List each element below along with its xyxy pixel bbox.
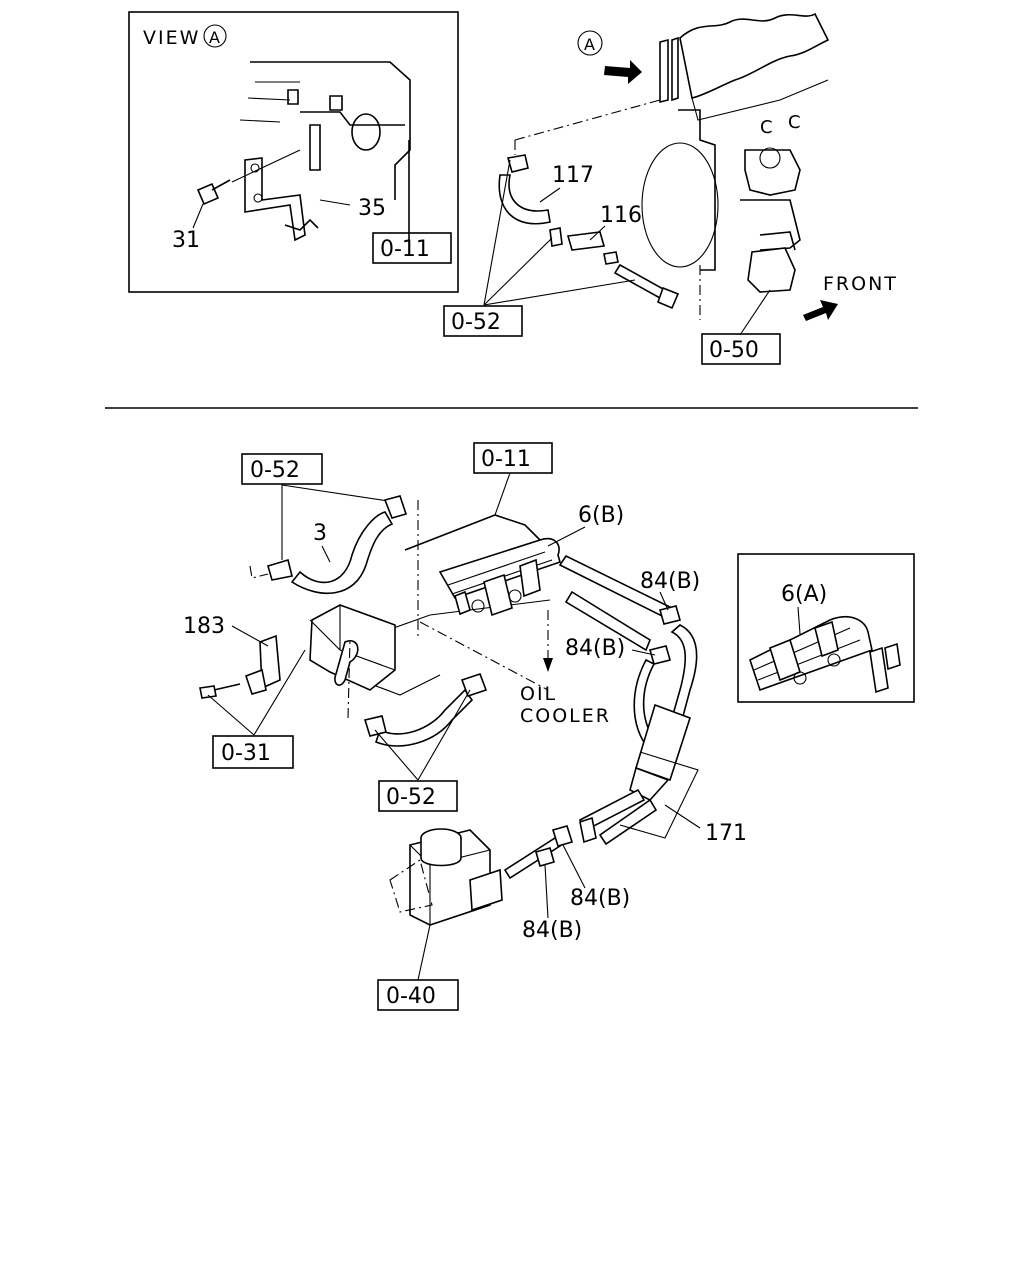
label-117: 117 bbox=[552, 163, 594, 188]
label-3: 3 bbox=[313, 521, 327, 546]
ref-box-0-52-upper[interactable]: 0-52 bbox=[241, 453, 323, 485]
ref-box-0-52-top[interactable]: 0-52 bbox=[443, 305, 523, 337]
label-35: 35 bbox=[358, 196, 386, 221]
ref-box-0-52-lower[interactable]: 0-52 bbox=[378, 780, 458, 812]
bracket-35 bbox=[244, 157, 319, 242]
svg-text:C: C bbox=[760, 117, 773, 138]
ref-box-0-40[interactable]: 0-40 bbox=[377, 979, 459, 1011]
engine-detail-top: A C C 117 116 bbox=[443, 12, 898, 365]
cooler-label: COOLER bbox=[520, 705, 611, 727]
front-arrow bbox=[803, 300, 838, 321]
view-arrow bbox=[604, 60, 642, 84]
front-label: FRONT bbox=[823, 273, 898, 295]
svg-text:0-52: 0-52 bbox=[386, 785, 436, 810]
view-title: VIEW bbox=[143, 27, 200, 49]
svg-text:0-52: 0-52 bbox=[451, 310, 501, 335]
label-84b-4: 84(B) bbox=[522, 918, 582, 943]
svg-text:0-31: 0-31 bbox=[221, 741, 271, 766]
label-84b-2: 84(B) bbox=[565, 636, 625, 661]
label-6b: 6(B) bbox=[578, 503, 624, 528]
label-116: 116 bbox=[600, 203, 642, 228]
svg-text:0-11: 0-11 bbox=[380, 237, 430, 262]
label-183: 183 bbox=[183, 614, 225, 639]
main-assembly: 0-52 0-11 3 6(B) bbox=[183, 442, 747, 1011]
oil-label: OIL bbox=[520, 683, 557, 705]
svg-text:0-50: 0-50 bbox=[709, 338, 759, 363]
label-84b-1: 84(B) bbox=[640, 569, 700, 594]
ref-box-0-50[interactable]: 0-50 bbox=[701, 333, 781, 365]
ref-box-0-31[interactable]: 0-31 bbox=[212, 735, 294, 769]
label-6a: 6(A) bbox=[781, 582, 827, 607]
view-a-panel: VIEW A 31 35 0- bbox=[128, 11, 459, 293]
svg-text:C: C bbox=[788, 112, 801, 133]
svg-text:0-52: 0-52 bbox=[250, 458, 300, 483]
label-31: 31 bbox=[172, 228, 200, 253]
label-171: 171 bbox=[705, 821, 747, 846]
bolt-31 bbox=[196, 179, 231, 206]
view-a-marker: A bbox=[584, 35, 595, 54]
inset-6a-panel: 6(A) bbox=[737, 553, 915, 703]
engine-block-corner bbox=[239, 61, 411, 240]
ref-box-0-11-top[interactable]: 0-11 bbox=[372, 232, 452, 264]
svg-text:0-11: 0-11 bbox=[481, 447, 531, 472]
view-marker: A bbox=[209, 28, 220, 47]
label-84b-3: 84(B) bbox=[570, 886, 630, 911]
svg-text:0-40: 0-40 bbox=[386, 984, 436, 1009]
ref-box-0-11-main[interactable]: 0-11 bbox=[473, 442, 553, 474]
